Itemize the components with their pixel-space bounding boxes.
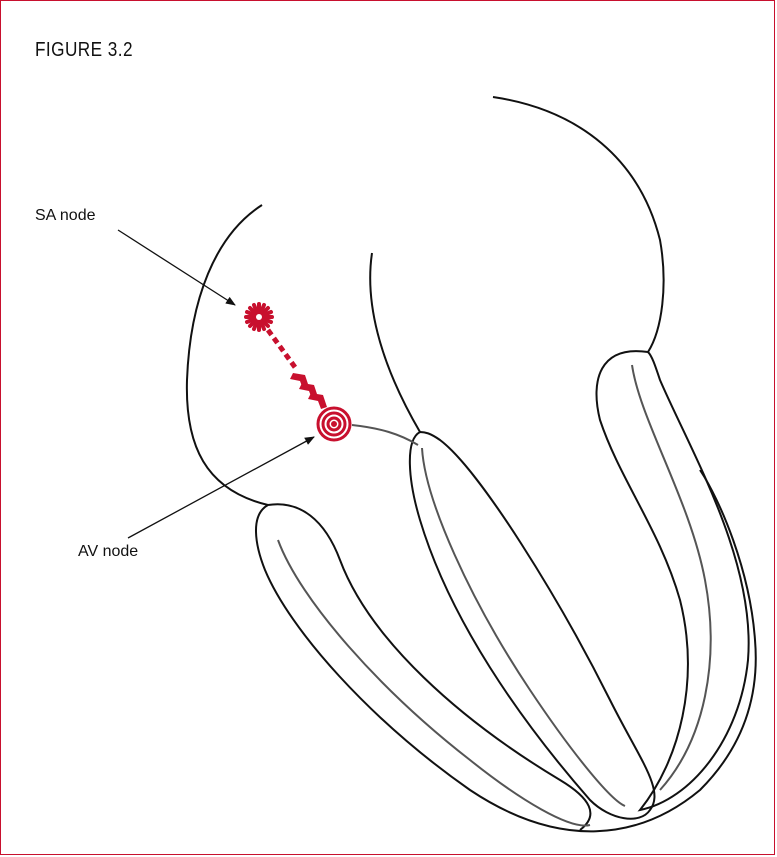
av-node-label: AV node bbox=[78, 543, 138, 561]
left-ventricle-inner-line bbox=[632, 365, 711, 790]
right-ventricle-chamber bbox=[268, 504, 590, 830]
conduction-pathway bbox=[268, 330, 297, 370]
conduction-chevrons bbox=[290, 373, 327, 409]
left-ventricle-wall bbox=[596, 351, 748, 810]
right-atrium-wall bbox=[187, 205, 268, 505]
av-node-leader-arrow bbox=[128, 437, 314, 538]
sa-node-label: SA node bbox=[35, 207, 96, 225]
interventricular-septum bbox=[410, 432, 655, 819]
sa-node-leader-arrow bbox=[118, 230, 235, 305]
right-ventricle-inner-line bbox=[278, 540, 590, 826]
bundle-of-his-line bbox=[352, 425, 418, 445]
interatrial-septum bbox=[370, 253, 420, 432]
septum-inner-line bbox=[422, 448, 625, 806]
sa-node-icon bbox=[246, 304, 272, 330]
left-atrium-wall bbox=[493, 97, 664, 352]
av-node-icon bbox=[318, 408, 350, 440]
